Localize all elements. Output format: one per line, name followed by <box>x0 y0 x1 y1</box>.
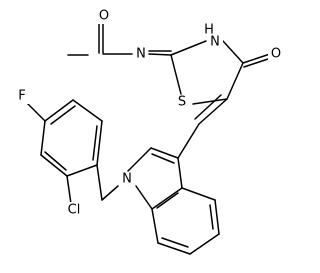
atom-label-ring-n: N <box>210 35 220 50</box>
bond-c7a-c3a <box>151 187 183 210</box>
bond-c4-c5-benz-double <box>209 204 214 230</box>
bond-c5-methine <box>198 98 228 125</box>
bond-imine-double-1 <box>148 53 172 56</box>
bond-c6-c7-double <box>161 237 189 248</box>
bond-c7-c7a <box>151 208 159 244</box>
atom-labels: N H N O O S N Cl F <box>18 9 281 218</box>
atom-label-acetyl-o: O <box>99 9 109 24</box>
bond-c3-c2 <box>150 147 179 159</box>
bond-c3a-c4 <box>181 187 216 201</box>
atom-label-chlorine: Cl <box>68 203 81 218</box>
bond-ar6-ar1-double <box>92 125 98 161</box>
bond-c4-o <box>242 53 271 64</box>
atom-label-fluorine: F <box>18 89 25 104</box>
bond-ar4-f <box>24 100 46 122</box>
bond-ar4-ar5 <box>44 99 74 122</box>
bond-ar4-ar5-double <box>50 105 76 125</box>
bond-ar2-cl <box>66 175 72 205</box>
atom-label-ring-s: S <box>178 95 186 110</box>
bond-ar5-ar6 <box>72 99 103 122</box>
bond-ar6-ar1 <box>96 120 103 166</box>
bond-c3a-c7a-inner <box>156 192 179 209</box>
bond-c3-c2-double <box>151 153 175 164</box>
bond-ar1-ar2 <box>66 164 98 177</box>
bond-c4-c5-benz <box>214 199 220 235</box>
bond-c5-methine-double <box>194 94 222 120</box>
bond-n1-c7a <box>135 185 153 210</box>
bond-c5-s <box>192 98 228 105</box>
bond-methine-indole <box>177 123 200 159</box>
bond-ch2-aryl <box>96 164 103 201</box>
atom-label-indole-n: N <box>122 172 132 187</box>
bond-c2-nh <box>170 40 207 56</box>
bond-ar3-ar4 <box>40 120 46 156</box>
atom-label-carbonyl-o: O <box>271 47 281 62</box>
bond-c4-o-double <box>243 57 272 68</box>
bond-s-c2 <box>170 54 182 95</box>
chemical-structure-diagram: N H N O O S N Cl F <box>14 8 284 255</box>
bond-c2-n1 <box>127 147 152 172</box>
bond-c4-c5 <box>226 62 244 100</box>
bond-c5-c6 <box>189 233 220 255</box>
atom-label-masks <box>14 9 284 217</box>
atom-label-ring-h: H <box>204 23 214 38</box>
bond-c3a-c3 <box>177 157 183 189</box>
bond-n1-ch2 <box>101 185 119 201</box>
bond-c6-c7 <box>157 242 191 255</box>
bond-ar2-ar3-double <box>44 151 67 171</box>
bond-lines <box>24 22 272 255</box>
bond-nh-c4 <box>222 40 244 64</box>
atom-label-imine-n: N <box>136 47 146 62</box>
bond-ar2-ar3 <box>40 154 68 177</box>
